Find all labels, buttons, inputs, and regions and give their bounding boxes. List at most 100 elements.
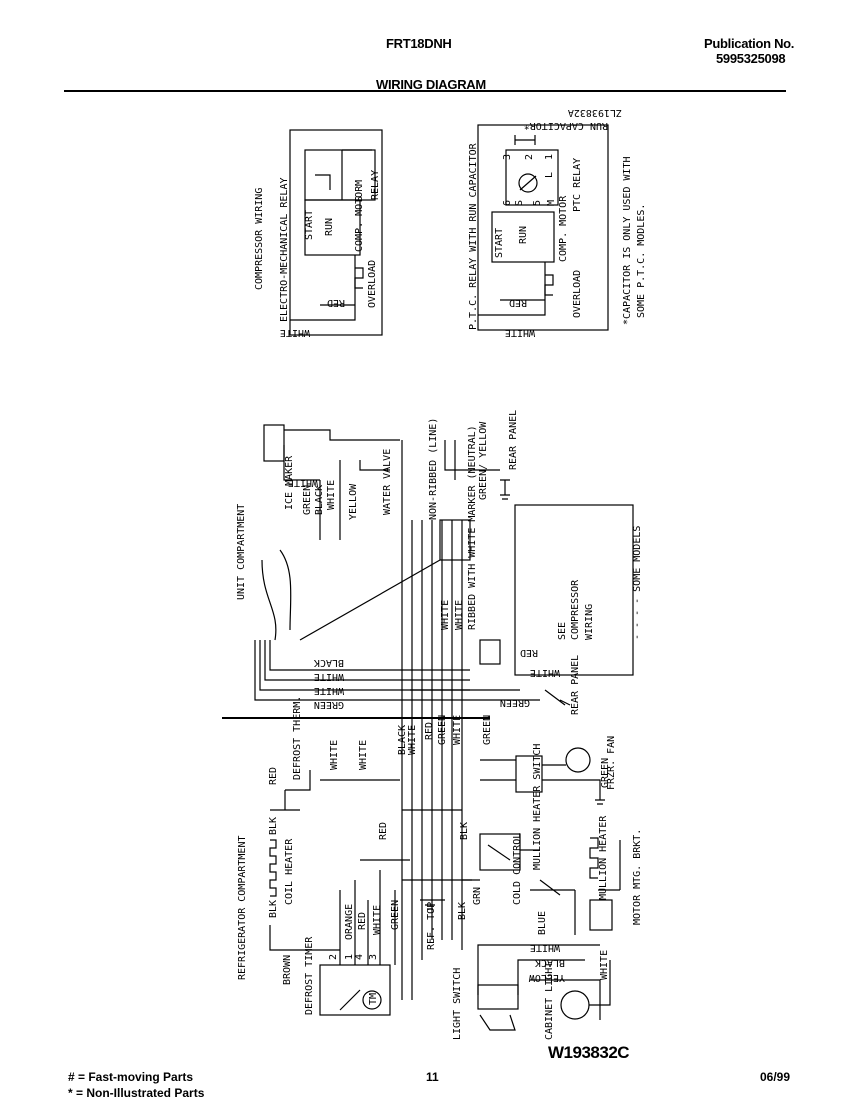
fan-green-label: GREEN (600, 758, 611, 788)
bundle-green2-label: GREEN (482, 715, 493, 745)
em-red-label: RED (327, 297, 345, 308)
cold-control-box (479, 833, 521, 871)
light-switch-box (477, 984, 519, 1010)
harness-black-label: BLACK (314, 657, 344, 668)
timer-terminal-2: 2 (328, 954, 339, 960)
ptc-n5: 5 (532, 200, 543, 206)
rear-panel-mid-label: REAR PANEL (570, 655, 581, 715)
ptc-comp-motor-label: COMP. MOTOR (558, 195, 569, 262)
ptc-n3: 3 (502, 154, 513, 160)
em-start-label: START (304, 210, 315, 240)
non-illustrated-parts-note: * = Non-Illustrated Parts (68, 1086, 205, 1100)
publication-label: Publication No. (704, 36, 795, 51)
compressor-plug (479, 639, 501, 665)
fast-moving-parts-note: # = Fast-moving Parts (68, 1070, 194, 1084)
em-relay-box (289, 129, 383, 336)
compressor-wiring-title: COMPRESSOR WIRING (254, 188, 265, 290)
main-wiring: UNIT COMPARTMENT REFRIGERATOR COMPARTMEN… (222, 410, 643, 1040)
frzr-fan-label: FRZR. FAN (606, 736, 617, 790)
page-title: WIRING DIAGRAM (376, 77, 486, 92)
orange-label: ORANGE (344, 904, 355, 940)
ptc-n1: 1 (544, 154, 555, 160)
ptc-s-label: S (514, 200, 525, 206)
bundle-green-label: GREEN (437, 715, 448, 745)
publication-number: 5995325098 (716, 51, 786, 66)
ribbed-label: RIBBED WITH WHITE MARKER (NEUTRAL) (467, 425, 478, 630)
ref-top-label: REF. TOP (426, 902, 437, 950)
see-compressor-box (514, 504, 634, 676)
mullion-heater-icon (589, 837, 599, 879)
see-compressor-label: COMPRESSOR (570, 579, 581, 640)
ice-maker-white2-label: WHITE (326, 480, 337, 510)
bundle-red-label: RED (424, 722, 435, 740)
ptc-l-label: L (544, 172, 555, 178)
em-s-label: S (354, 196, 365, 202)
timer-red-label: RED (357, 912, 368, 930)
bundle-black-label: BLACK (397, 725, 408, 755)
motor-mtg-brkt-label: MOTOR MTG. BRKT. (632, 829, 643, 925)
rear-panel-green-label: GREEN (500, 697, 530, 708)
see-label: SEE (557, 622, 568, 640)
mullion-heater-switch-label: MULLION HEATER SWITCH (532, 744, 543, 870)
em-relay-title: ELECTRO-MECHANICAL RELAY (279, 178, 290, 323)
non-ribbed-label: NON-RIBBED (LINE) (428, 418, 439, 520)
rear-panel-top-label: REAR PANEL (508, 410, 519, 470)
light-white-label: WHITE (530, 942, 560, 953)
ptc-red-label: RED (509, 297, 527, 308)
cabinet-light-label: CABINET LIGHT (544, 962, 555, 1040)
green-yellow-label: GREEN/ YELLOW (478, 421, 489, 500)
timer-tm-label: TM (368, 993, 379, 1005)
line-neutral-connector (439, 519, 471, 561)
mullion-heater-label: MULLION HEATER (598, 815, 609, 900)
defrost-timer-box (319, 964, 391, 1016)
blue-label: BLUE (537, 911, 548, 935)
ptc-overload-label: OVERLOAD (572, 270, 583, 318)
cold-blk2-label: BLK (457, 902, 468, 920)
therm-white-label: WHITE (329, 740, 340, 770)
unit-compartment-title: UNIT COMPARTMENT (236, 504, 247, 600)
freezer-fan-icon (565, 747, 591, 773)
diagram-reference: W193832C (548, 1043, 630, 1062)
page-number: 11 (426, 1070, 439, 1084)
compressor-wiring: COMPRESSOR WIRING ELECTRO-MECHANICAL REL… (254, 107, 647, 338)
ice-maker-label: ICE MAKER (284, 455, 295, 510)
cold-blk-label: BLK (459, 822, 470, 840)
model-number: FRT18DNH (386, 36, 452, 51)
brown-label: BROWN (282, 955, 293, 985)
ptc-relay-title: P.T.C. RELAY WITH RUN CAPACITOR (468, 142, 479, 330)
ice-maker-white-label: WHITE (288, 477, 318, 488)
bundle-white2-label: WHITE (452, 715, 463, 745)
header-rule (64, 90, 786, 92)
cold-grn-label: GRN (472, 887, 483, 905)
timer-terminal-3: 3 (368, 954, 379, 960)
light-yellow-label: YELLOW (528, 972, 565, 983)
water-valve-label: WATER VALVE (382, 449, 393, 515)
coil-heater-label: COIL HEATER (284, 838, 295, 905)
publication-date: 06/99 (760, 1070, 791, 1084)
em-run-label: RUN (324, 218, 335, 236)
therm-red-label: RED (268, 767, 279, 785)
coil-blk-top-label: BLK (268, 817, 279, 835)
harness-white-label-3: WHITE (314, 671, 344, 682)
coil-heater-icon (269, 839, 277, 897)
light-switch-icon (479, 1014, 516, 1031)
capacitor-note-line2: SOME P.T.C. MODLES. (636, 204, 647, 318)
run-capacitor-label: RUN CAPACITOR* (524, 120, 608, 131)
some-models-label: - - - - SOME MODELS (632, 526, 643, 640)
em-white-label: WHITE (280, 327, 310, 338)
ice-maker-connector (263, 424, 285, 462)
harness-white-label-4: WHITE (314, 685, 344, 696)
harness-green-label: GREEN (314, 699, 344, 710)
coil-blk-bottom-label: BLK (268, 900, 279, 918)
fan-connector (515, 755, 543, 793)
ptc-relay-label: PTC RELAY (572, 158, 583, 212)
bundle-white-label: WHITE (407, 725, 418, 755)
light-white2-label: WHITE (599, 950, 610, 980)
em-m-label: M (354, 180, 365, 186)
timer-white-label: WHITE (372, 905, 383, 935)
ptc-n6: 6 (502, 200, 513, 206)
timer-terminal-1: 1 (344, 954, 355, 960)
ptc-white-label: WHITE (505, 327, 535, 338)
harness-white-label-2: WHITE (454, 600, 465, 630)
cold-control-label: COLD CONTROL (512, 833, 523, 905)
